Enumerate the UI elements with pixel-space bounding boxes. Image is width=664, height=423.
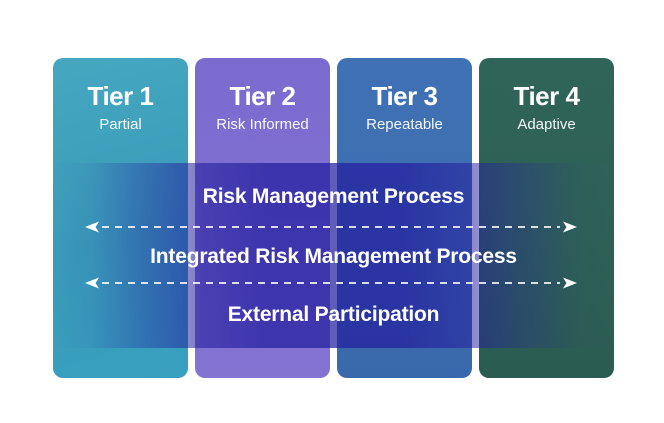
tier-subtitle: Risk Informed <box>216 116 309 133</box>
band-label-risk-management: Risk Management Process <box>202 185 465 208</box>
overlay-band <box>53 163 614 348</box>
tier-title: Tier 1 <box>87 81 154 111</box>
band-label-external-participation: External Participation <box>227 303 440 326</box>
tier-title: Tier 3 <box>371 81 438 111</box>
band-label-integrated-risk-management: Integrated Risk Management Process <box>150 245 517 268</box>
tier-subtitle: Adaptive <box>517 116 576 133</box>
tier-subtitle: Partial <box>99 116 142 133</box>
bidirectional-dashed-arrow-icon <box>85 277 577 289</box>
tier-title: Tier 2 <box>229 81 296 111</box>
tier-subtitle: Repeatable <box>366 116 443 133</box>
bidirectional-dashed-arrow-icon <box>85 221 577 233</box>
tier-title: Tier 4 <box>513 81 580 111</box>
